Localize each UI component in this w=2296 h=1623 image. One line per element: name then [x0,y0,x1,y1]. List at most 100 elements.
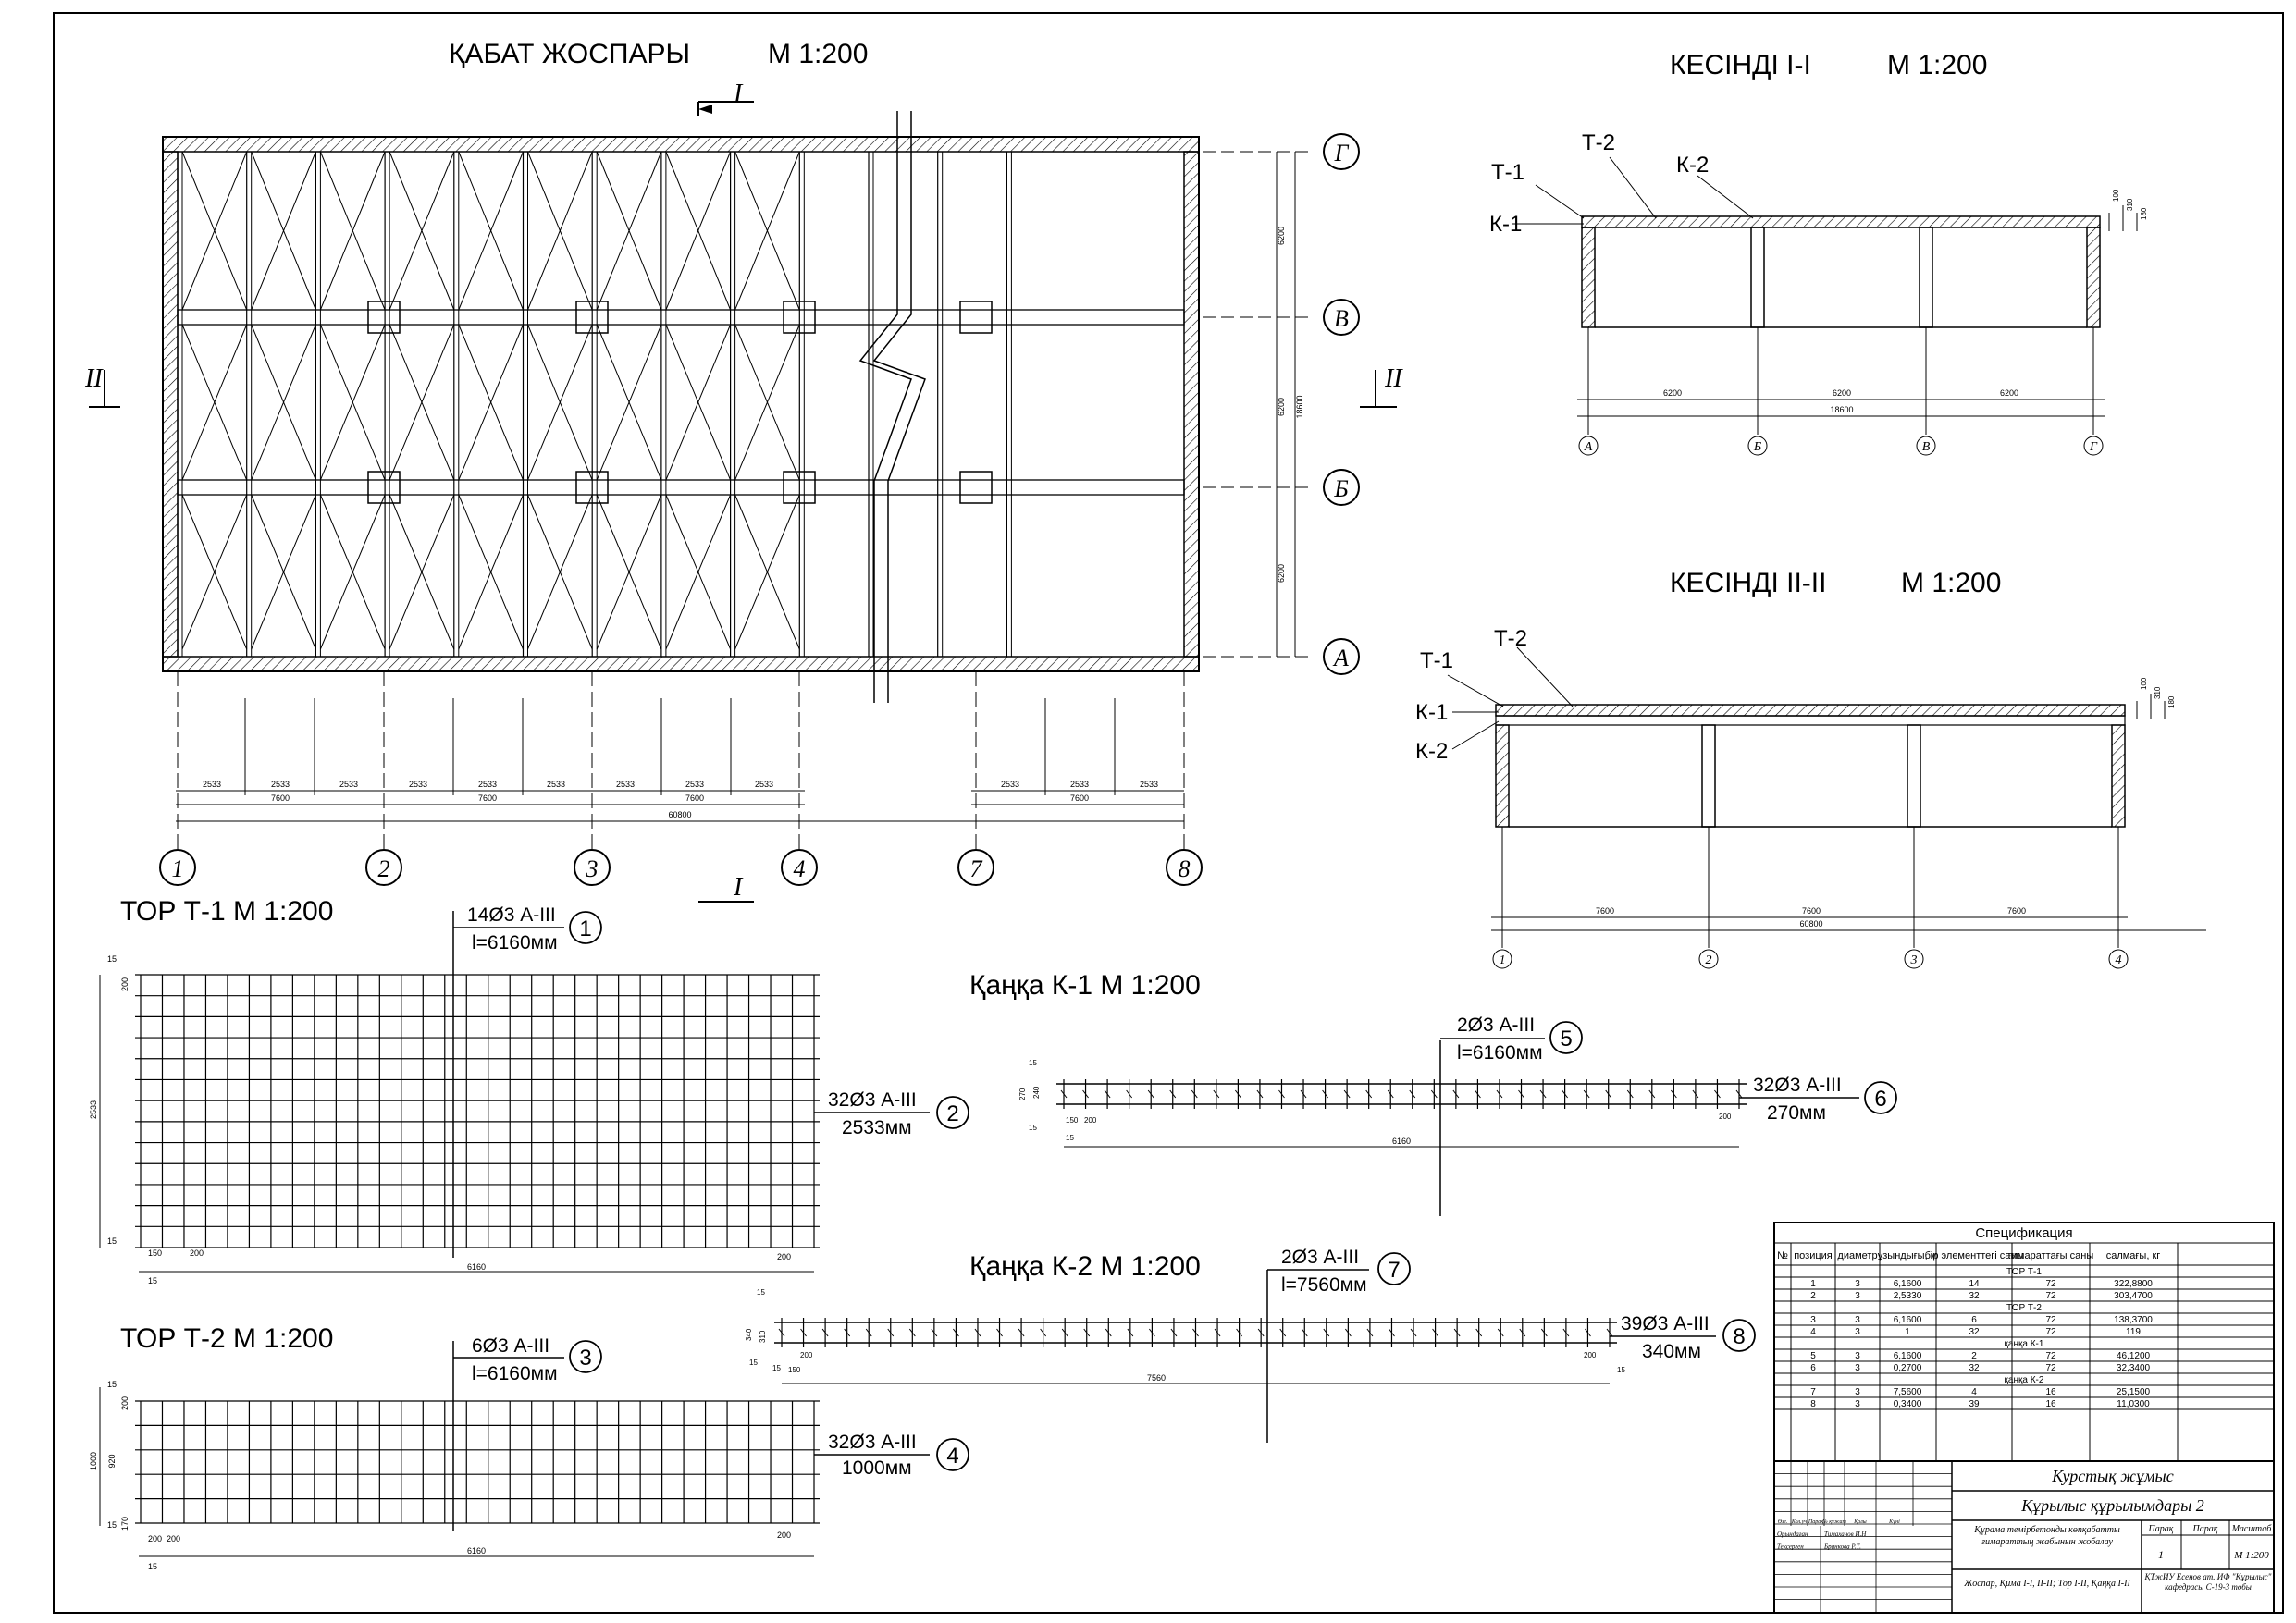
cage-k1: Қаңқа К-1 М 1:200 2Ø3 А-III l=6160мм 5 3… [969,970,1897,1216]
slab-diagonal [251,494,316,650]
plan-title: ҚАБАТ ЖОСПАРЫ [449,39,690,69]
spec-cell: 1 [1905,1327,1910,1337]
section1-h1: 100 [2112,189,2120,202]
cage-k2-dim-b: 15 [749,1359,758,1367]
section2-title: КЕСІНДІ ІІ-ІІ [1670,568,1826,598]
cage-k1-dim-a: 15 [1029,1059,1037,1067]
cage-weld-mark [1605,1089,1612,1099]
stamp-small-head: Кол.уч [1791,1519,1807,1525]
section2-col-3 [1907,724,1921,828]
mesh-t2-bar1: 6Ø3 А-III [472,1335,549,1357]
section-mark-left-label: II [84,364,104,393]
section-mark-bottom-label: I [733,873,744,902]
cage-weld-mark [1127,1328,1134,1337]
section1-axis-v: В [1916,436,1936,456]
spec-group-title: ТОР Т-1 [2006,1267,2042,1277]
cage-weld-mark [1583,1089,1590,1099]
section1-wall-left [1581,227,1596,328]
spec-cell: 6 [1810,1363,1816,1373]
spec-cell: 3 [1810,1315,1816,1325]
column [367,301,401,334]
cage-weld-mark [1083,1328,1091,1337]
stamp-small-head: Қолы [1853,1519,1867,1525]
spec-cell: 72 [2045,1291,2056,1301]
slab-diagonal [665,324,732,481]
mesh-t1-pos1: 1 [579,916,591,941]
axis-label-1: 1 [172,855,184,882]
plan-dim-small: 2533 [755,780,773,789]
cage-k2-dim-inner: 310 [759,1330,767,1343]
slab-diagonal [596,324,662,481]
floor-plan: ҚАБАТ ЖОСПАРЫ М 1:200 6200 6200 6200 186… [84,39,1403,903]
cage-k1-dim-b: 15 [1029,1124,1037,1132]
mesh-t2: ТОР Т-2 М 1:200 6Ø3 А-III l=6160мм 3 32Ø… [89,1323,969,1571]
cage-k1-bar1: 2Ø3 А-III [1457,1014,1535,1036]
axis-label-4: 4 [794,855,806,882]
plan-dim-small: 2533 [1140,780,1158,789]
cage-k1-bar2: 32Ø3 А-III [1753,1075,1842,1096]
cage-weld-mark [1213,1089,1220,1099]
section1-h2: 310 [2126,198,2134,211]
cage-weld-mark [996,1328,1003,1337]
cage-weld-mark [1497,1328,1504,1337]
column [783,301,816,334]
cage-weld-mark [1257,1328,1265,1337]
stamp-name: Тимаханов И.Н [1824,1531,1867,1538]
plan-dim-mid: 7600 [685,793,704,803]
cage-weld-mark [1214,1328,1221,1337]
sheet-frame [53,12,2284,1614]
cage-k2-dim-length: 7560 [1147,1373,1166,1383]
mesh-t2-dim-length: 6160 [467,1546,486,1555]
cage-weld-mark [1692,1089,1699,1099]
spec-cell: 2 [1810,1291,1816,1301]
spec-cell: 46,1200 [2117,1351,2151,1361]
section1-axis-v-label: В [1922,440,1931,454]
cage-weld-mark [1432,1328,1438,1337]
slab-diagonal [527,151,593,311]
spec-header: бір элементтегі саны [1925,1250,2024,1261]
mesh-t2-dim-inner: 920 [107,1454,117,1468]
stamp-col-sheets: Парақ [2192,1524,2218,1534]
slab-diagonal [458,151,524,311]
cage-weld-mark [1539,1089,1547,1099]
spec-cell: 72 [2045,1327,2056,1337]
cage-k2-dim-g: 15 [1617,1366,1625,1374]
spec-cell: 72 [2045,1351,2056,1361]
section1-axis-g-label: Г [2089,440,2098,454]
plan-dim-small: 2533 [685,780,704,789]
cage-weld-mark [1322,1089,1328,1099]
mesh-t2-bar2: 32Ø3 А-III [828,1432,917,1453]
mesh-t1-dim-length: 6160 [467,1262,486,1272]
stamp-topic-box: Құрама темірбетонды көпқабатты ғимаратты… [1974,1525,2120,1547]
section1-axis-b: Б [1747,436,1768,456]
cage-k2-dim-a: 15 [757,1288,765,1297]
crossbar-beam [177,309,1185,326]
cage-weld-mark [908,1328,916,1337]
section2-axis-4-label: 4 [2116,953,2122,967]
section-2-2: КЕСІНДІ ІІ-ІІ М 1:200 Т-1 Т-2 К-1 К-2 10… [1415,568,2206,969]
axis-bubble-b: Б [1323,469,1360,506]
break-line-2 [872,111,926,703]
cage-k2-pos1: 7 [1388,1258,1400,1283]
axis-label-8: 8 [1179,855,1191,882]
cage-weld-mark [1169,1089,1177,1099]
section1-leader-t2 [1609,156,1657,219]
section1-axis-a: А [1578,436,1599,456]
plan-dim-small: 2533 [409,780,427,789]
section1-label-t2: Т-2 [1582,130,1615,155]
spec-cell: 3 [1855,1351,1860,1361]
section1-leader-t1 [1535,184,1585,219]
section2-axis-2: 2 [1698,949,1719,969]
mesh-t2-grid [135,1400,820,1524]
stamp-role: Орындаған [1777,1531,1808,1538]
slab-diagonal [181,494,248,650]
section2-wall-right [2111,724,2126,828]
spec-cell: 3 [1855,1327,1860,1337]
mesh-t1-pos2: 2 [946,1101,958,1126]
stamp-small-head: № құжат [1821,1519,1846,1525]
cage-k2-title: Қаңқа К-2 М 1:200 [969,1251,1201,1282]
cage-weld-mark [1648,1089,1656,1099]
stamp-role: Тексерген [1777,1543,1804,1551]
